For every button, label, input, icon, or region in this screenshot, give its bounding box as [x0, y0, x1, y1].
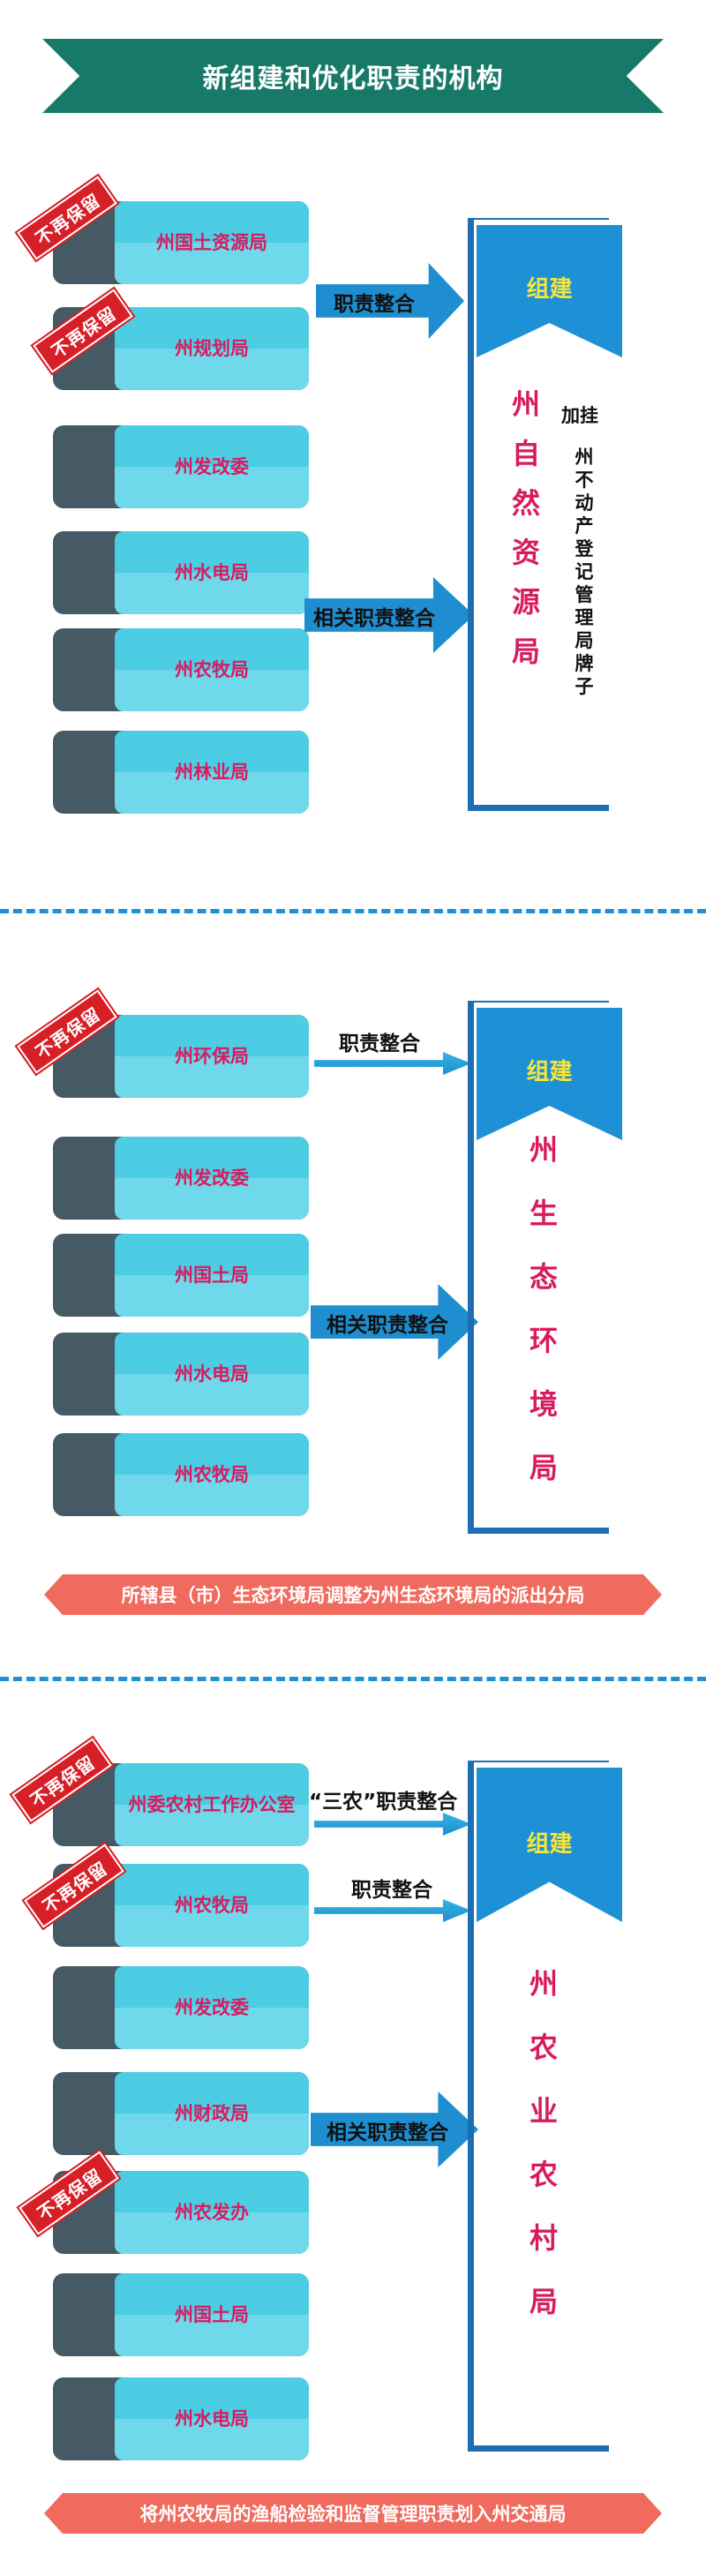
office-label: 州国土局 — [175, 1264, 249, 1286]
office-card: 州委农村工作办公室 — [53, 1763, 309, 1846]
office-label: 州水电局 — [175, 2407, 249, 2430]
office-label: 州环保局 — [175, 1045, 249, 1067]
office-card: 州水电局 — [53, 531, 309, 614]
ribbon-label: 组建 — [526, 1831, 573, 1858]
office-card: 州环保局 — [53, 1015, 309, 1098]
ribbon-label: 组建 — [526, 276, 573, 303]
office-card: 州发改委 — [53, 1137, 309, 1220]
office-label: 州规划局 — [175, 337, 249, 359]
office-label: 州发改委 — [175, 1996, 249, 2018]
office-card: 州农牧局 — [53, 1433, 309, 1516]
office-label: 州国土资源局 — [156, 231, 267, 253]
note-banner: 所辖县（市）生态环境局调整为州生态环境局的派出分局 — [44, 1574, 662, 1615]
new-org-box — [468, 1761, 609, 2452]
arrow-label: 职责整合 — [351, 1879, 432, 1902]
ribbon-label: 组建 — [526, 1059, 573, 1085]
note-text: 将州农牧局的渔船检验和监督管理职责划入州交通局 — [139, 2504, 567, 2525]
office-card: 州水电局 — [53, 1333, 309, 1416]
office-card: 州农牧局 — [53, 628, 309, 711]
note-text: 所辖县（市）生态环境局调整为州生态环境局的派出分局 — [121, 1585, 585, 1606]
note-banner: 将州农牧局的渔船检验和监督管理职责划入州交通局 — [44, 2493, 662, 2534]
office-label: 州发改委 — [175, 1167, 249, 1189]
office-label: 州水电局 — [175, 561, 249, 583]
office-card: 州财政局 — [53, 2072, 309, 2155]
office-label: 州农发办 — [175, 2201, 249, 2223]
extra-label: 加挂 — [561, 405, 598, 426]
office-card: 州发改委 — [53, 1966, 309, 2049]
section-divider — [0, 909, 706, 913]
arrow-label: “三农”职责整合 — [309, 1791, 458, 1814]
arrow-label: 相关职责整合 — [327, 1314, 448, 1337]
office-card: 州国土资源局 — [53, 201, 309, 284]
arrow-label: 职责整合 — [339, 1033, 420, 1055]
office-card: 州国土局 — [53, 2273, 309, 2356]
arrow-label: 相关职责整合 — [313, 607, 435, 630]
office-card: 州国土局 — [53, 1234, 309, 1317]
office-label: 州林业局 — [175, 761, 249, 783]
new-org-box — [468, 1001, 609, 1534]
office-card: 州规划局 — [53, 307, 309, 390]
arrow-label: 相关职责整合 — [327, 2122, 448, 2144]
office-card: 州农牧局 — [53, 1864, 309, 1947]
office-label: 州委农村工作办公室 — [128, 1793, 296, 1815]
office-label: 州农牧局 — [175, 1894, 249, 1916]
arrow-label: 职责整合 — [334, 293, 415, 316]
office-label: 州农牧局 — [175, 658, 249, 680]
title-banner: 新组建和优化职责的机构 — [42, 39, 664, 113]
arrow-right-icon — [314, 1813, 471, 1836]
section-divider — [0, 1677, 706, 1681]
office-label: 州发改委 — [175, 455, 249, 477]
office-card: 州水电局 — [53, 2377, 309, 2460]
new-org-box — [468, 218, 609, 811]
office-card: 州林业局 — [53, 731, 309, 814]
page-title: 新组建和优化职责的机构 — [202, 64, 504, 94]
office-label: 州农牧局 — [175, 1463, 249, 1485]
office-label: 州水电局 — [175, 1363, 249, 1385]
office-label: 州国土局 — [175, 2303, 249, 2325]
office-label: 州财政局 — [175, 2102, 249, 2124]
office-card: 州发改委 — [53, 425, 309, 508]
